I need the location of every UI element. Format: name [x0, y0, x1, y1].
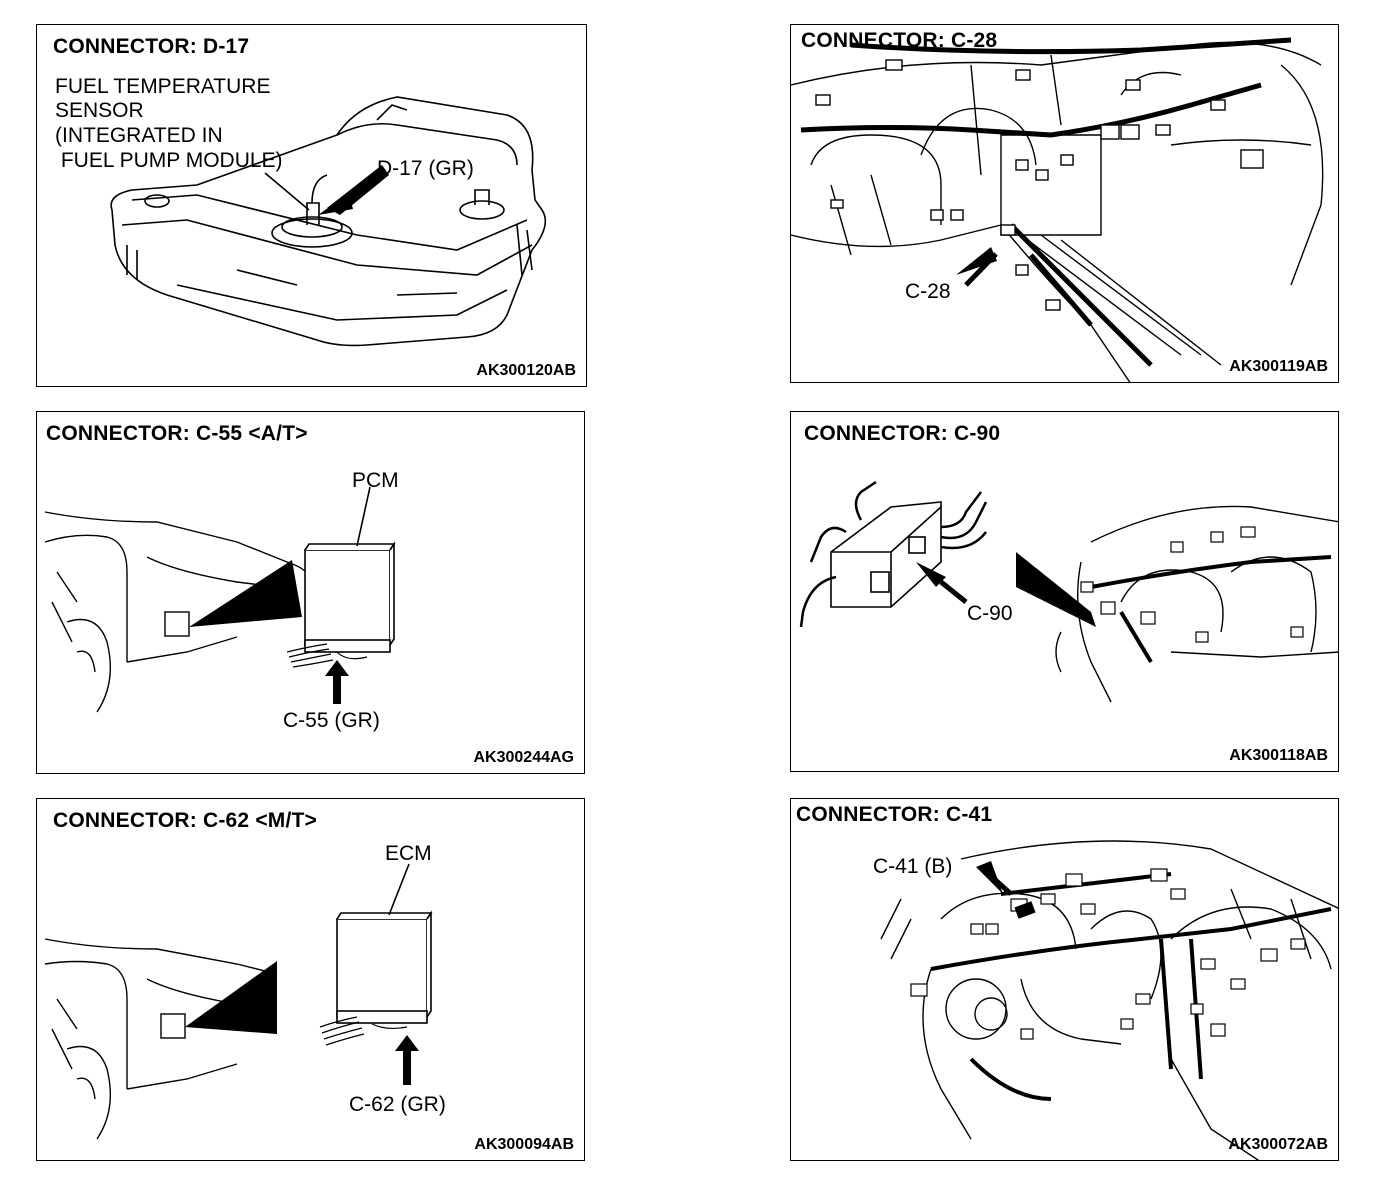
panel-title: CONNECTOR: C-62 <M/T> [53, 809, 318, 832]
figure-code: AK300244AG [473, 749, 575, 766]
label-c28: C-28 [905, 280, 951, 303]
ecm-location-illustration [44, 863, 433, 1140]
figure-code: AK300094AB [474, 1136, 574, 1153]
label-c90: C-90 [967, 602, 1013, 625]
label-pcm: PCM [352, 469, 399, 492]
panel-title: CONNECTOR: C-41 [796, 803, 993, 826]
label-d17-gr: D-17 (GR) [377, 157, 474, 180]
panel-connector-d17: CONNECTOR: D-17 FUEL TEMPERATURE SENSOR … [36, 24, 587, 387]
dashboard-harness-illustration [791, 37, 1324, 382]
c41-location-illustration [880, 840, 1338, 1160]
figure-code: AK300120AB [476, 362, 576, 379]
figure-code: AK300119AB [1229, 358, 1328, 375]
panel-title: CONNECTOR: C-55 <A/T> [46, 422, 308, 445]
figure-code: AK300118AB [1229, 747, 1328, 764]
panel-title: CONNECTOR: C-90 [804, 422, 1001, 445]
label-c62-gr: C-62 (GR) [349, 1093, 446, 1116]
fuel-tank-illustration [110, 96, 547, 347]
panel-connector-c28: CONNECTOR: C-28 C-28 AK300119AB [790, 24, 1339, 383]
label-sensor: SENSOR [55, 99, 144, 122]
c90-location-illustration [799, 480, 1338, 703]
panel-title: CONNECTOR: C-28 [801, 29, 998, 52]
label-integrated-in: (INTEGRATED IN [55, 124, 223, 147]
label-fuel-temperature: FUEL TEMPERATURE [55, 75, 271, 98]
panel-title: CONNECTOR: D-17 [53, 35, 250, 58]
label-fuel-pump-module: FUEL PUMP MODULE) [55, 149, 283, 172]
figure-code: AK300072AB [1228, 1136, 1328, 1153]
label-c55-gr: C-55 (GR) [283, 709, 380, 732]
panel-connector-c55: CONNECTOR: C-55 <A/T> PCM C-55 (GR) AK30… [36, 411, 585, 774]
panel-connector-c90: CONNECTOR: C-90 C-90 AK300118AB [790, 411, 1339, 772]
label-c41-b: C-41 (B) [873, 855, 953, 878]
panel-connector-c62: CONNECTOR: C-62 <M/T> ECM C-62 (GR) AK30… [36, 798, 585, 1161]
panel-connector-c41: CONNECTOR: C-41 C-41 (B) AK300072AB [790, 798, 1339, 1161]
label-ecm: ECM [385, 842, 432, 865]
pcm-location-illustration [44, 486, 396, 713]
